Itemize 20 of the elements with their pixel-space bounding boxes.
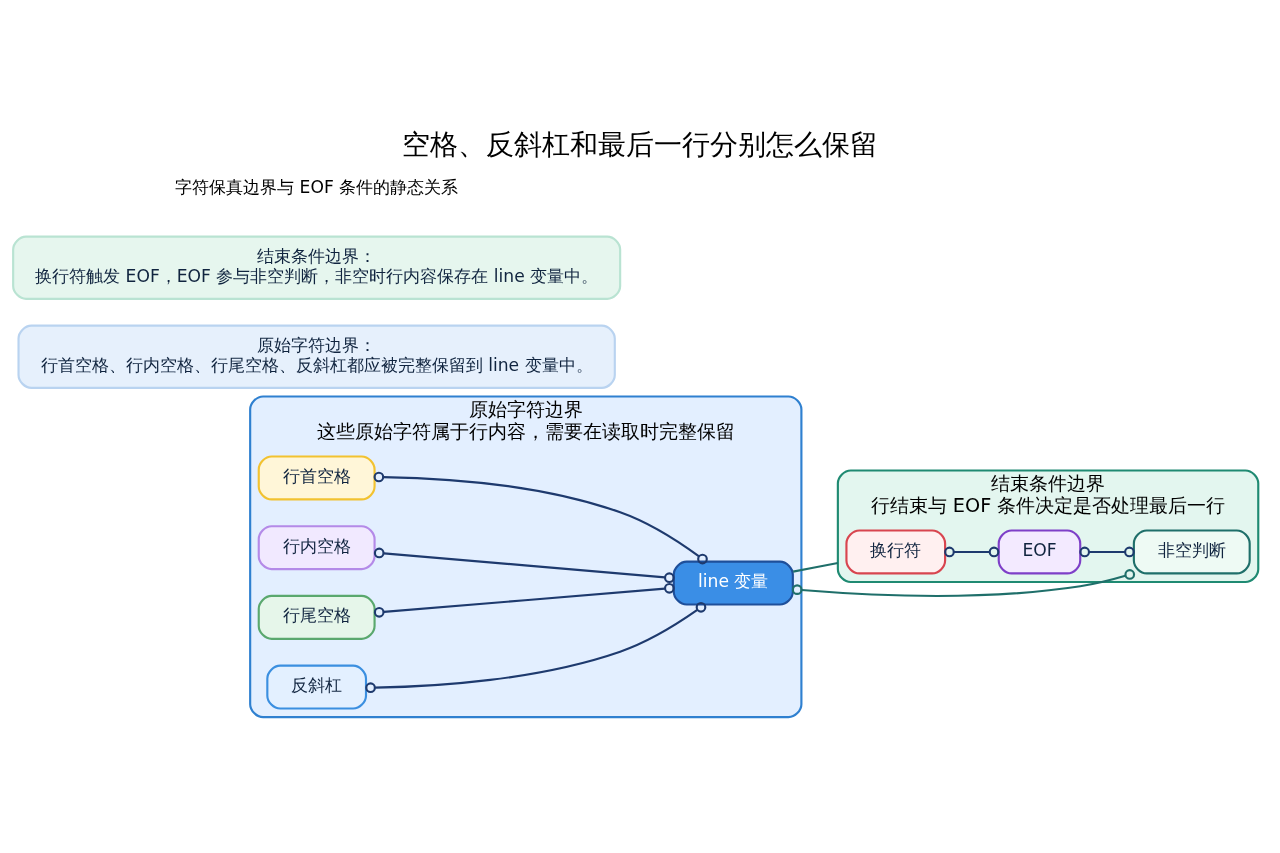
node-box: 行尾空格 [257, 594, 376, 640]
connector [791, 569, 1136, 597]
connector [944, 546, 1000, 558]
connector [373, 547, 675, 584]
diagram-title: 空格、反斜杠和最后一行分别怎么保留 [402, 127, 878, 161]
node-box: 反斜杠 [266, 664, 368, 710]
node-box: 原始字符边界： 行首空格、行内空格、行尾空格、反斜杠都应被完整保留到 line 变量中。 [17, 324, 616, 389]
node-box: line 变量 [672, 560, 794, 606]
connector [792, 561, 839, 573]
node-box: EOF [997, 529, 1082, 575]
node-box: 结束条件边界： 换行符触发 EOF，EOF 参与非空判断，非空时行内容保存在 line 变量中。 [12, 235, 622, 300]
node-box: 换行符 [845, 529, 947, 575]
node-box: 非空判断 [1132, 529, 1251, 575]
connector [373, 582, 675, 618]
connector [365, 601, 707, 694]
node-box: 行内空格 [257, 525, 376, 571]
connector [373, 471, 708, 565]
node-box: 行首空格 [257, 455, 376, 501]
connector [1079, 546, 1135, 558]
label: 字符保真边界与 EOF 条件的静态关系 [175, 176, 459, 197]
